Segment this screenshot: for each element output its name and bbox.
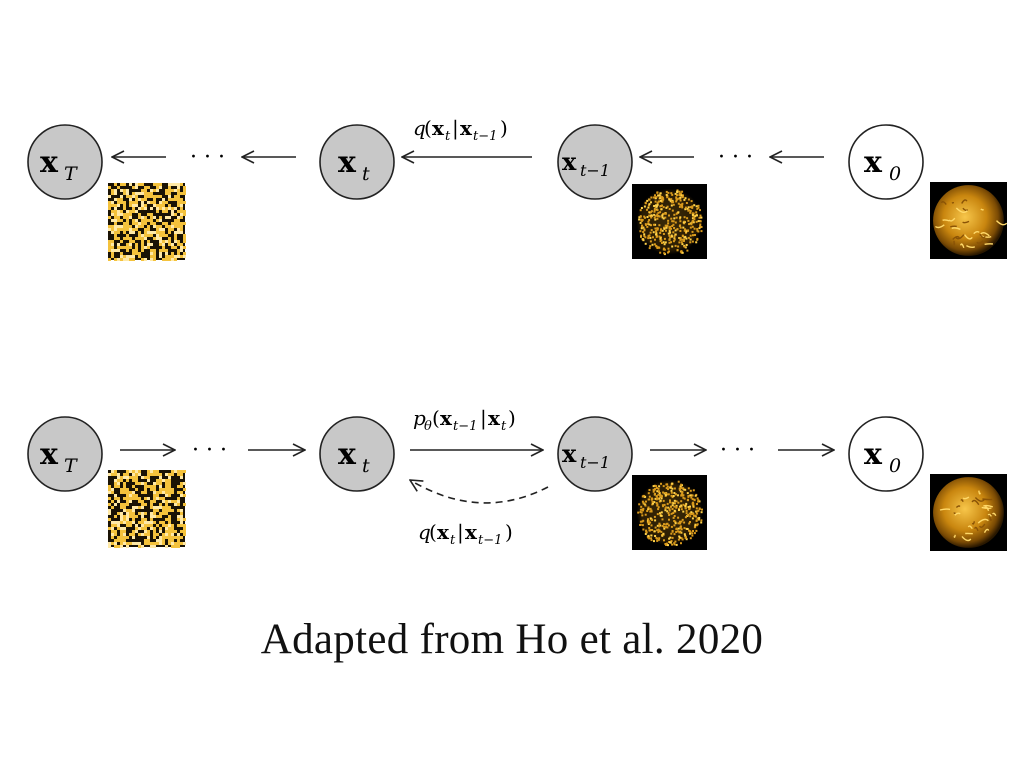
reverse-process-row: x T x t x t−1 x 0 · · ·	[27, 406, 1007, 551]
node-base-label: x	[40, 437, 59, 472]
svg-text:q: q	[418, 520, 431, 544]
node-sub-label: t−1	[580, 453, 610, 472]
node-x0: x 0	[848, 416, 924, 492]
forward-process-row: x T x t x t−1 x 0 · · ·	[27, 116, 1008, 261]
node-sub-label: t	[362, 163, 370, 185]
svg-text:|: |	[452, 116, 459, 141]
node-base-label: x	[338, 145, 357, 180]
node-xT: x T	[27, 416, 103, 492]
svg-text:x: x	[437, 520, 450, 544]
figure-caption: Adapted from Ho et al. 2020	[260, 616, 764, 663]
svg-text:t: t	[501, 419, 507, 434]
node-xt-1: x t−1	[557, 124, 633, 200]
ellipsis-left: · · ·	[190, 145, 225, 170]
ellipsis-right: · · ·	[720, 438, 755, 463]
node-base-label: x	[562, 147, 577, 176]
forward-transition-label: q ( x t | x t−1 )	[418, 520, 513, 548]
svg-text:x: x	[440, 406, 453, 430]
svg-text:t−1: t−1	[453, 419, 477, 434]
svg-text:): )	[508, 406, 516, 430]
sun-image-x0	[930, 182, 1008, 259]
sun-image-x0	[930, 474, 1007, 551]
node-xt-1: x t−1	[557, 416, 633, 492]
ellipsis-left: · · ·	[192, 438, 227, 463]
node-base-label: x	[338, 437, 357, 472]
svg-text:x: x	[488, 406, 501, 430]
svg-text:t−1: t−1	[473, 129, 497, 144]
node-xT: x T	[27, 124, 103, 200]
svg-text:θ: θ	[424, 419, 432, 434]
svg-text:x: x	[465, 520, 478, 544]
node-sub-label: 0	[889, 163, 901, 185]
node-x0: x 0	[848, 124, 924, 200]
noisy-sun-image-xt-1	[632, 184, 707, 259]
node-base-label: x	[864, 437, 883, 472]
svg-text:t: t	[445, 129, 451, 144]
ellipsis-right: · · ·	[718, 145, 753, 170]
svg-text:(: (	[432, 406, 440, 430]
node-sub-label: t−1	[580, 161, 610, 180]
noise-image-xT	[108, 470, 186, 548]
node-base-label: x	[562, 439, 577, 468]
svg-text:p: p	[413, 406, 426, 430]
svg-text:(: (	[424, 116, 432, 140]
node-sub-label: T	[64, 455, 78, 477]
svg-text:): )	[505, 520, 513, 544]
node-xt: x t	[319, 124, 395, 200]
dashed-forward-arrow	[410, 480, 549, 504]
svg-text:q: q	[413, 116, 426, 140]
node-base-label: x	[864, 145, 883, 180]
noisy-sun-image-xt-1	[632, 475, 707, 550]
svg-text:|: |	[457, 520, 464, 545]
node-sub-label: t	[362, 455, 370, 477]
svg-text:|: |	[480, 406, 487, 431]
node-base-label: x	[40, 145, 59, 180]
reverse-transition-label: p θ ( x t−1 | x t )	[413, 406, 516, 434]
node-sub-label: T	[64, 163, 78, 185]
node-sub-label: 0	[889, 455, 901, 477]
svg-text:x: x	[460, 116, 473, 140]
svg-text:x: x	[432, 116, 445, 140]
forward-transition-label: q ( x t | x t−1 )	[413, 116, 508, 144]
svg-text:t: t	[450, 533, 456, 548]
svg-text:(: (	[429, 520, 437, 544]
svg-text:t−1: t−1	[478, 533, 502, 548]
svg-text:): )	[500, 116, 508, 140]
noise-image-xT	[108, 183, 186, 261]
node-xt: x t	[319, 416, 395, 492]
